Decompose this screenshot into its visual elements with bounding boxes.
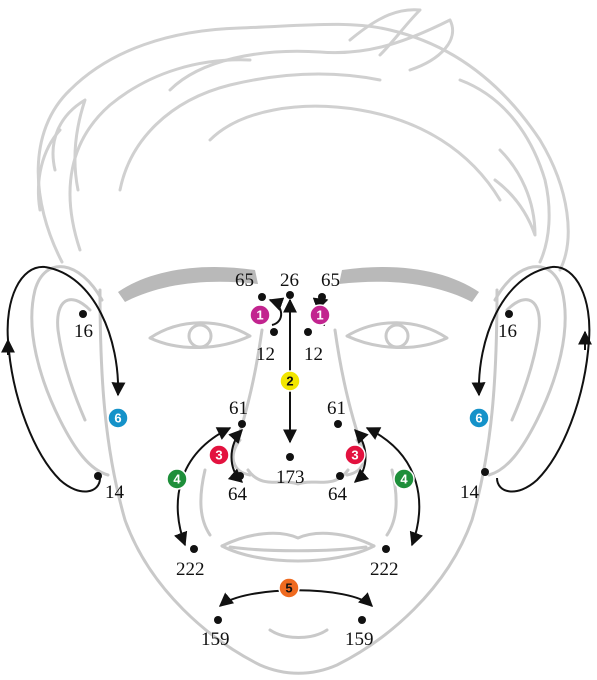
right-ear-inner bbox=[505, 298, 541, 422]
point-label-65-right: 65 bbox=[321, 270, 340, 291]
right-eye bbox=[345, 321, 449, 350]
point-label-26: 26 bbox=[280, 270, 299, 291]
left-brow-curl bbox=[268, 297, 285, 326]
step-2-marker: 2 bbox=[279, 370, 301, 392]
svg-text:4: 4 bbox=[173, 472, 181, 487]
step-5-marker: 5 bbox=[278, 577, 300, 599]
right-eyebrow bbox=[339, 266, 479, 302]
point-label-61-right: 61 bbox=[327, 398, 346, 419]
svg-text:6: 6 bbox=[475, 411, 482, 426]
point-dot-159-left bbox=[214, 616, 222, 624]
point-label-173: 173 bbox=[276, 467, 305, 488]
point-dot-222-right bbox=[382, 545, 390, 553]
svg-text:2: 2 bbox=[286, 374, 293, 389]
point-dot-26 bbox=[286, 291, 294, 299]
svg-text:6: 6 bbox=[114, 411, 121, 426]
step-1-marker-right: 1 bbox=[309, 304, 331, 326]
acupoint-dots bbox=[79, 291, 513, 624]
massage-paths bbox=[0, 265, 592, 607]
step-3-marker-right: 3 bbox=[344, 444, 366, 466]
point-dot-61-right bbox=[334, 420, 342, 428]
point-label-159-right: 159 bbox=[345, 629, 374, 650]
step-6-marker-right: 6 bbox=[468, 407, 490, 429]
left-cheek-line bbox=[199, 468, 212, 537]
step-4-marker-left: 4 bbox=[166, 468, 188, 490]
point-dot-173 bbox=[286, 453, 294, 461]
point-label-14-right: 14 bbox=[460, 482, 480, 503]
svg-text:1: 1 bbox=[316, 308, 323, 323]
step-6-marker-left: 6 bbox=[107, 407, 129, 429]
point-dot-222-left bbox=[190, 545, 198, 553]
step-3-marker-left: 3 bbox=[208, 444, 230, 466]
step-markers: 1 1 2 3 3 4 4 5 bbox=[107, 304, 490, 599]
svg-text:3: 3 bbox=[351, 448, 358, 463]
point-dot-65-left bbox=[258, 293, 266, 301]
right-ear-loop-path bbox=[496, 265, 591, 493]
mouth bbox=[220, 531, 376, 563]
svg-text:4: 4 bbox=[400, 472, 408, 487]
point-dot-61-left bbox=[238, 420, 246, 428]
point-label-12-left: 12 bbox=[256, 344, 275, 365]
point-dot-12-right bbox=[304, 328, 312, 336]
left-ear-loop-path bbox=[6, 265, 101, 493]
step-1-marker-left: 1 bbox=[249, 304, 271, 326]
point-label-12-right: 12 bbox=[304, 344, 323, 365]
point-dot-14-left bbox=[94, 472, 102, 480]
step-4-marker-right: 4 bbox=[393, 468, 415, 490]
left-ear bbox=[30, 265, 110, 477]
svg-text:1: 1 bbox=[256, 308, 263, 323]
left-ear-inner bbox=[56, 298, 92, 422]
point-label-16-left: 16 bbox=[74, 321, 93, 342]
point-label-64-right: 64 bbox=[328, 484, 348, 505]
point-dot-14-right bbox=[481, 468, 489, 476]
point-label-64-left: 64 bbox=[228, 484, 248, 505]
point-label-61-left: 61 bbox=[229, 398, 248, 419]
hair-outline bbox=[36, 8, 570, 272]
point-dot-12-left bbox=[270, 328, 278, 336]
point-label-65-left: 65 bbox=[235, 270, 254, 291]
right-ear bbox=[487, 265, 567, 477]
point-dot-16-left bbox=[79, 310, 87, 318]
left-ear-inner-arrow bbox=[44, 266, 126, 397]
point-label-159-left: 159 bbox=[201, 629, 230, 650]
point-dot-159-right bbox=[358, 616, 366, 624]
point-dot-64-left bbox=[236, 472, 244, 480]
point-label-222-right: 222 bbox=[370, 559, 399, 580]
point-label-14-left: 14 bbox=[105, 482, 125, 503]
point-dot-65-right bbox=[318, 293, 326, 301]
right-cheek-path bbox=[365, 427, 423, 547]
svg-text:5: 5 bbox=[285, 581, 292, 596]
svg-text:3: 3 bbox=[215, 448, 222, 463]
point-dot-64-right bbox=[336, 472, 344, 480]
left-eye bbox=[148, 321, 252, 350]
left-eyebrow bbox=[118, 266, 258, 302]
point-label-16-right: 16 bbox=[498, 321, 517, 342]
jaw-outline bbox=[98, 288, 499, 675]
right-ear-inner-arrow bbox=[471, 266, 553, 397]
point-dot-16-right bbox=[505, 310, 513, 318]
point-label-222-left: 222 bbox=[176, 559, 205, 580]
chin-line bbox=[268, 628, 329, 639]
acupoint-labels: 65 26 65 12 12 16 16 61 61 173 64 64 14 … bbox=[74, 270, 517, 650]
